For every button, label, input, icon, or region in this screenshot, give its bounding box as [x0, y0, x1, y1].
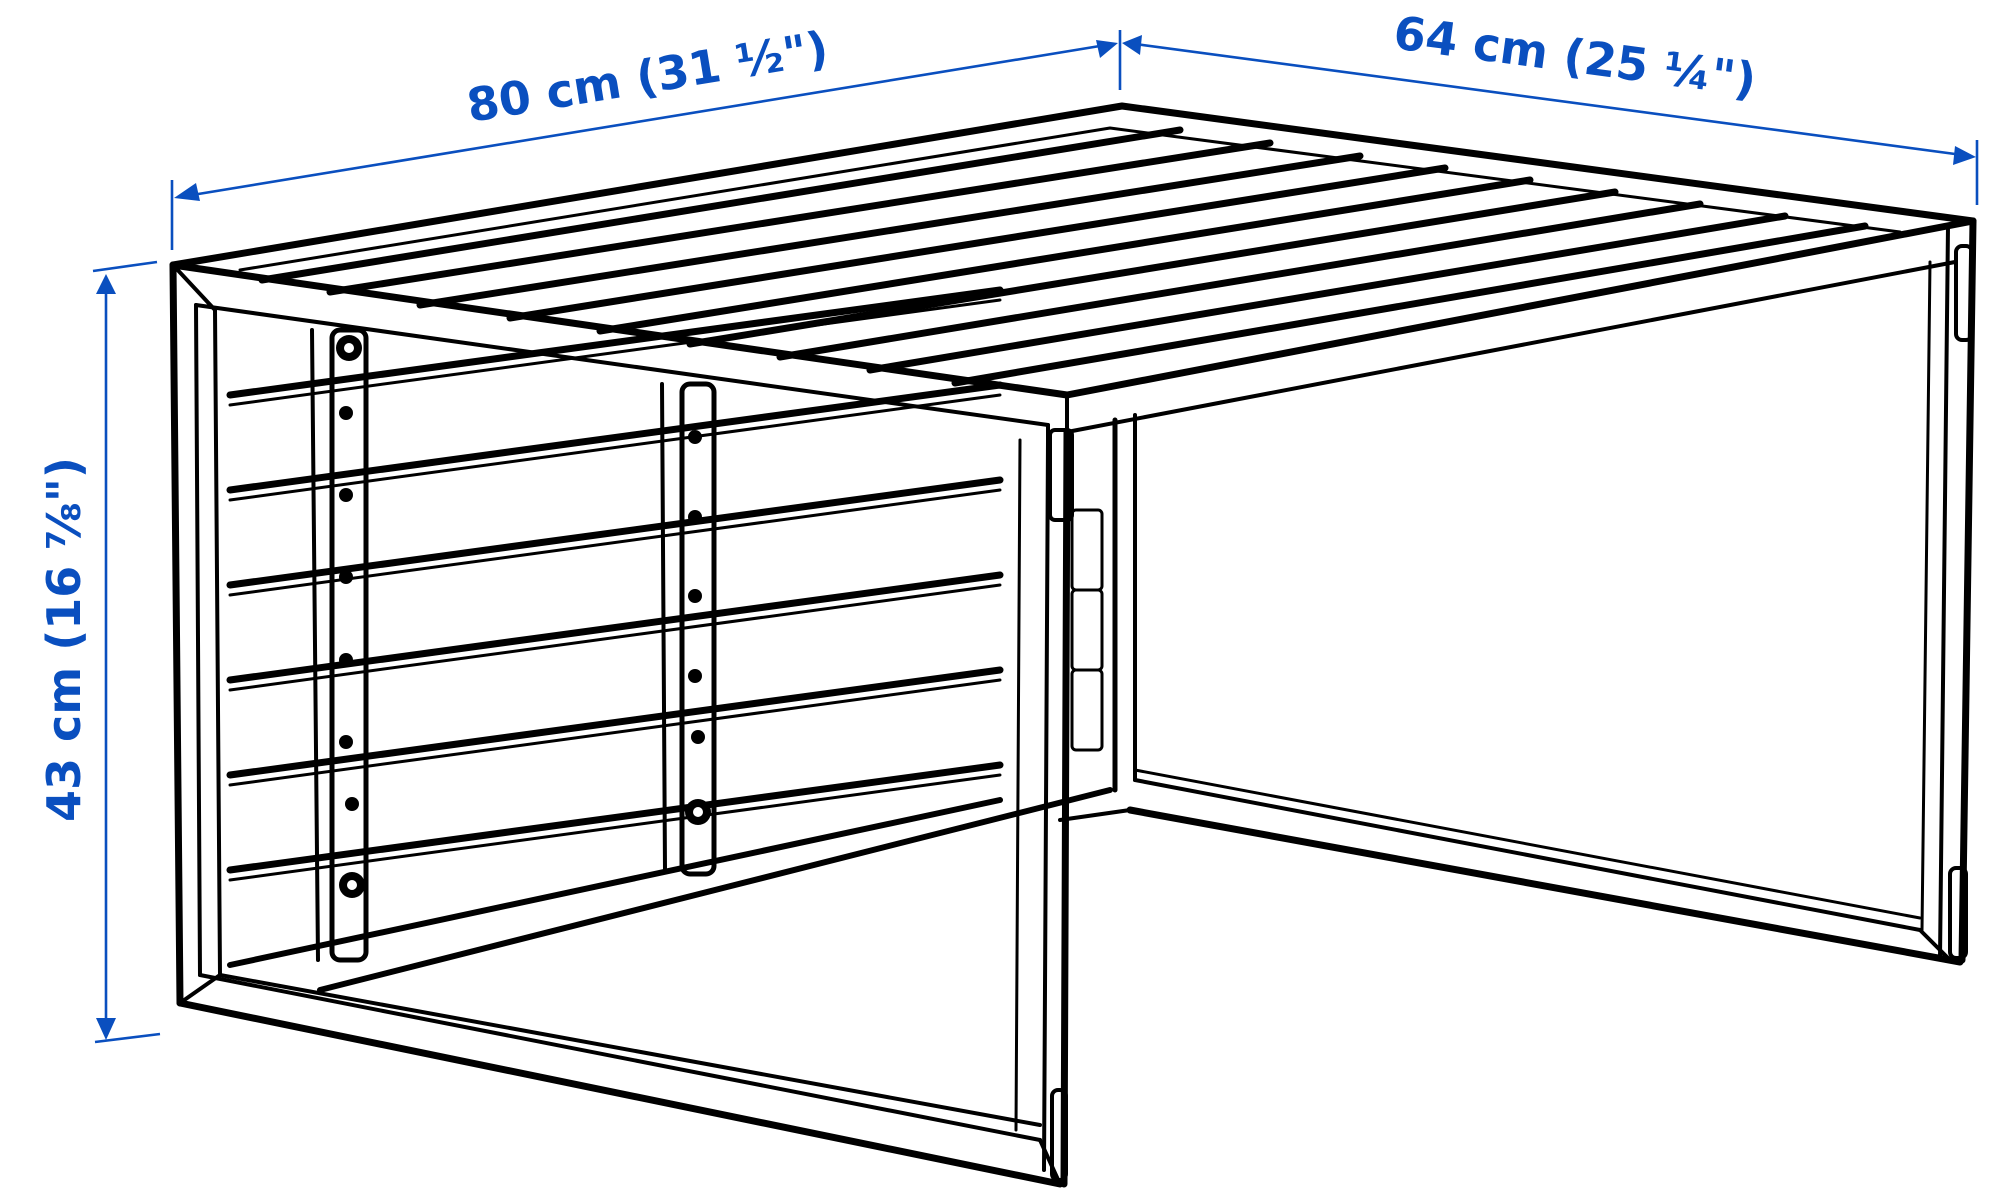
panel-slat [226, 381, 1004, 494]
width-label: 80 cm (31 ½") [463, 21, 832, 133]
bottom-rail-outer [176, 999, 1064, 1188]
panel-slat-edge [228, 488, 1002, 597]
brace-side [660, 382, 667, 872]
top-back-edges [169, 102, 1977, 269]
bottom-rail-top [218, 973, 1042, 1127]
depth-label: 64 cm (25 ¼") [1391, 5, 1760, 107]
brace-bar [329, 327, 369, 963]
arrowhead-top-icon [96, 274, 116, 294]
panel-slat-edge [228, 583, 1002, 692]
right-apron-bottom [1065, 260, 1957, 434]
right-bottom-rail-top [1133, 768, 1922, 920]
left-miter-top [171, 263, 217, 312]
top-inner-rim [238, 126, 1902, 272]
top-slat [258, 126, 1184, 284]
side-panel [226, 286, 1113, 993]
front-right-leg-inner-2 [1014, 438, 1022, 1132]
right-post-outer [1958, 217, 1977, 964]
top-slat [776, 200, 1704, 361]
top-slat [596, 176, 1534, 335]
left-post-outer [169, 261, 184, 1007]
left-end-frame [169, 261, 1071, 1188]
hinge-tab [1048, 428, 1074, 522]
hole-icon [688, 669, 702, 683]
height-extension-bottom [94, 1032, 161, 1044]
panel-slat-edge [228, 298, 1002, 407]
left-post-inner-2 [213, 308, 222, 977]
panel-slat [226, 761, 1004, 874]
top-slat [951, 222, 1869, 387]
brace-right [660, 381, 717, 877]
hole-icon [339, 653, 353, 667]
right-post-inner [1938, 224, 1950, 960]
panel-bottom-rail [227, 797, 1003, 968]
bolt-head-icon [693, 807, 703, 817]
arrowhead-bottom-icon [96, 1018, 116, 1040]
panel-slat-edge [228, 773, 1002, 882]
right-bottom-rail-inner [1133, 778, 1922, 932]
table-top [169, 102, 1977, 442]
leg-foot-clip [1050, 1088, 1068, 1182]
panel-slat-edge [228, 393, 1002, 502]
bolt-head-icon [344, 343, 354, 353]
top-slat [866, 212, 1789, 374]
hole-icon [688, 510, 702, 524]
hole-icon [691, 730, 705, 744]
top-slat [416, 152, 1364, 309]
right-bottom-rail-outer [1126, 806, 1964, 966]
panel-slat [226, 286, 1004, 399]
leg-foot-clip [1948, 866, 1968, 960]
height-extension-top [92, 260, 158, 273]
panel-slat [226, 476, 1004, 589]
hinge-block [1070, 508, 1104, 592]
hole-icon [339, 488, 353, 502]
panel-slat [226, 666, 1004, 779]
hole-icon [339, 735, 353, 749]
width-dimension-line [179, 42, 1113, 199]
hinge-block [1070, 668, 1104, 752]
arrowhead-left-icon [1122, 35, 1142, 55]
hinge-tab [1954, 244, 1974, 342]
front-right-leg-outer [1060, 428, 1071, 1188]
right-bottom-miter [1918, 928, 1952, 962]
brace-left [310, 327, 369, 963]
arrowhead-right-icon [1096, 40, 1118, 58]
back-bottom-rail [317, 787, 1113, 993]
top-slat [506, 164, 1449, 322]
height-label: 43 cm (16 ⅞") [37, 457, 91, 822]
right-post-inner-2 [1920, 260, 1932, 932]
top-slat [326, 139, 1274, 296]
top-slat [686, 188, 1619, 348]
right-end-frame [1048, 217, 1977, 966]
bottom-rail-inner [198, 973, 1042, 1142]
brace-side [310, 328, 320, 962]
hinge-block [1070, 588, 1104, 672]
hole-icon [688, 589, 702, 603]
rail-joint [1058, 808, 1132, 822]
panel-slat [226, 571, 1004, 684]
hole-icon [345, 797, 359, 811]
height-dimension: 43 cm (16 ⅞") [37, 260, 161, 1044]
depth-dimension-line [1127, 41, 1971, 158]
arrowhead-right-icon [1953, 146, 1976, 165]
hole-icon [688, 430, 702, 444]
brace-bar [679, 381, 717, 877]
left-post-inner [194, 303, 202, 977]
bottom-left-miter [178, 973, 222, 1005]
bolt-head-icon [347, 880, 357, 890]
hole-icon [339, 570, 353, 584]
arrowhead-left-icon [174, 183, 200, 201]
hole-icon [339, 406, 353, 420]
front-apron-inner [194, 303, 1050, 427]
panel-slat-edge [228, 678, 1002, 787]
